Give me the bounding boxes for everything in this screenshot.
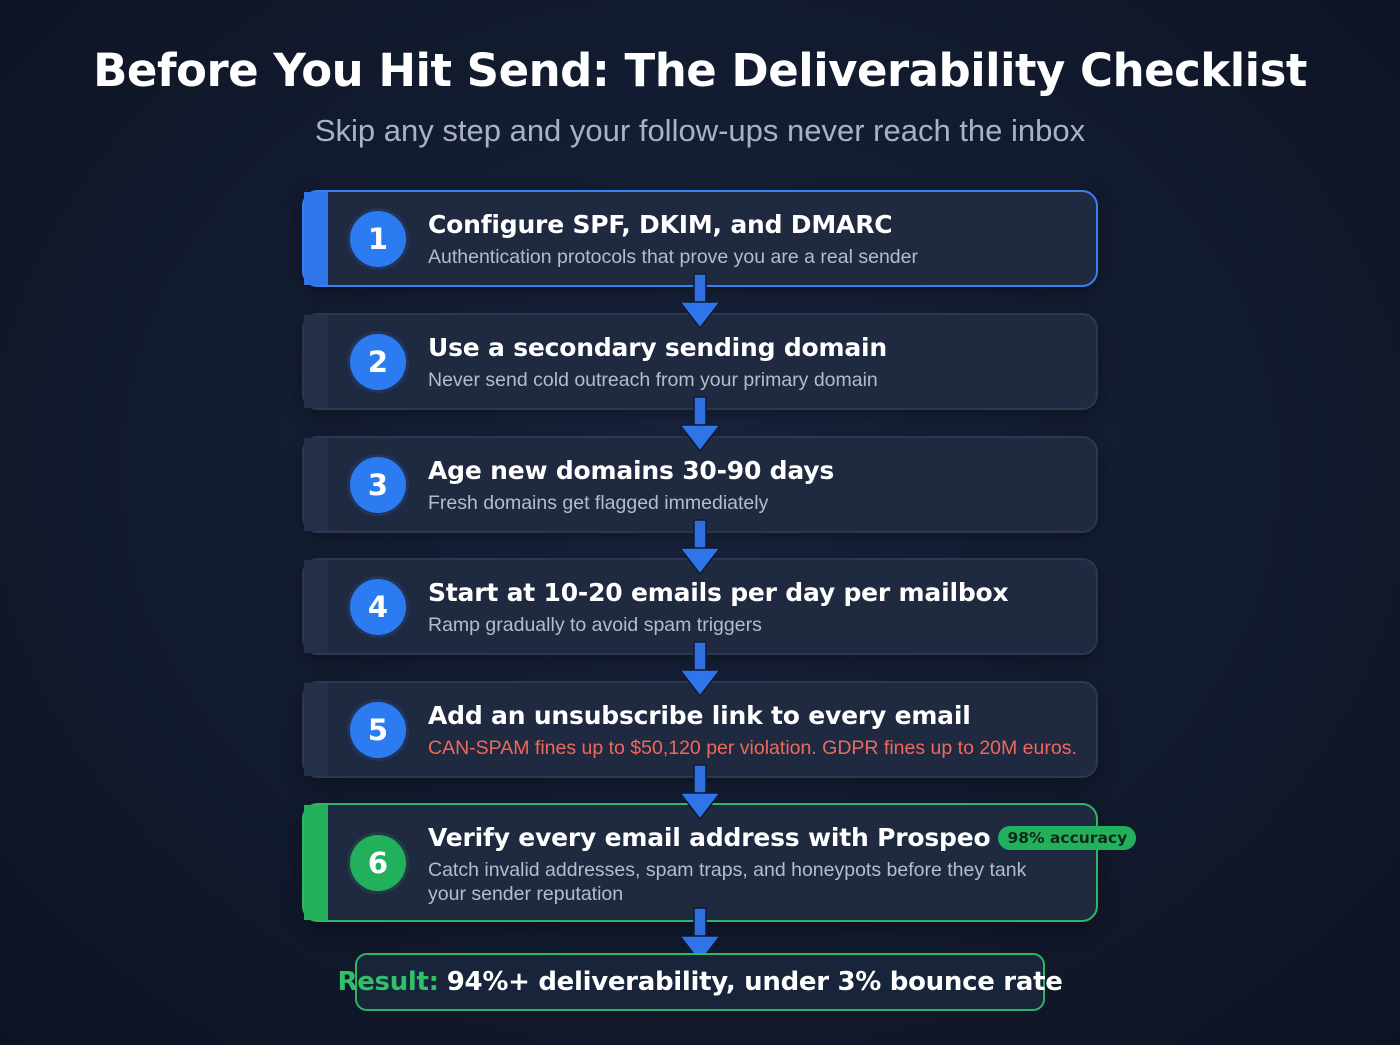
step-title: Start at 10-20 emails per day per mailbo… — [428, 578, 1009, 607]
step-accent-bar — [304, 683, 328, 776]
page-subtitle: Skip any step and your follow-ups never … — [314, 113, 1086, 148]
step-card-6: 6 Verify every email address with Prospe… — [302, 803, 1137, 922]
step-title: Add an unsubscribe link to every email — [428, 701, 971, 730]
step-description: Fresh domains get flagged immediately — [428, 492, 769, 514]
step-accent-bar — [304, 560, 328, 653]
down-arrow-icon — [678, 396, 722, 453]
step-card-2: 2 Use a secondary sending domain Never s… — [302, 313, 1098, 410]
down-arrow-icon — [678, 641, 722, 698]
step-number-badge: 4 — [350, 579, 406, 635]
page-title: Before You Hit Send: The Deliverability … — [93, 44, 1307, 97]
down-arrow-icon — [678, 273, 722, 330]
result-label: Result: — [337, 967, 439, 997]
step-title: Verify every email address with Prospeo — [428, 823, 991, 852]
step-number-badge: 6 — [350, 835, 406, 891]
step-accent-bar — [304, 805, 328, 920]
step-title: Configure SPF, DKIM, and DMARC — [428, 210, 893, 239]
step-number-badge: 2 — [350, 334, 406, 390]
step-description: Authentication protocols that prove you … — [428, 246, 918, 268]
step-description: Never send cold outreach from your prima… — [428, 369, 878, 391]
down-arrow-icon — [678, 907, 722, 964]
step-number-badge: 5 — [350, 702, 406, 758]
step-number-badge: 1 — [350, 211, 406, 267]
result-text: 94%+ deliverability, under 3% bounce rat… — [446, 967, 1063, 997]
step-title-row: Verify every email address with Prospeo 9… — [428, 823, 1137, 852]
result-box: Result: 94%+ deliverability, under 3% bo… — [337, 953, 1063, 1011]
step-warning-text: CAN-SPAM fines up to $50,120 per violati… — [428, 737, 1077, 759]
down-arrow-icon — [678, 519, 722, 576]
step-accent-bar — [304, 438, 328, 531]
step-card-5: 5 Add an unsubscribe link to every email… — [302, 681, 1098, 778]
step-number-badge: 3 — [350, 457, 406, 513]
step-title: Age new domains 30-90 days — [428, 456, 835, 485]
down-arrow-icon — [678, 764, 722, 821]
step-card-1: 1 Configure SPF, DKIM, and DMARC Authent… — [302, 190, 1098, 287]
step-title: Use a secondary sending domain — [428, 333, 887, 362]
step-description: Ramp gradually to avoid spam triggers — [428, 614, 762, 636]
step-description: Catch invalid addresses, spam traps, and… — [428, 859, 1027, 905]
step-accent-bar — [304, 315, 328, 408]
step-accent-bar — [304, 192, 328, 285]
accuracy-badge: 98% accuracy — [998, 826, 1137, 850]
